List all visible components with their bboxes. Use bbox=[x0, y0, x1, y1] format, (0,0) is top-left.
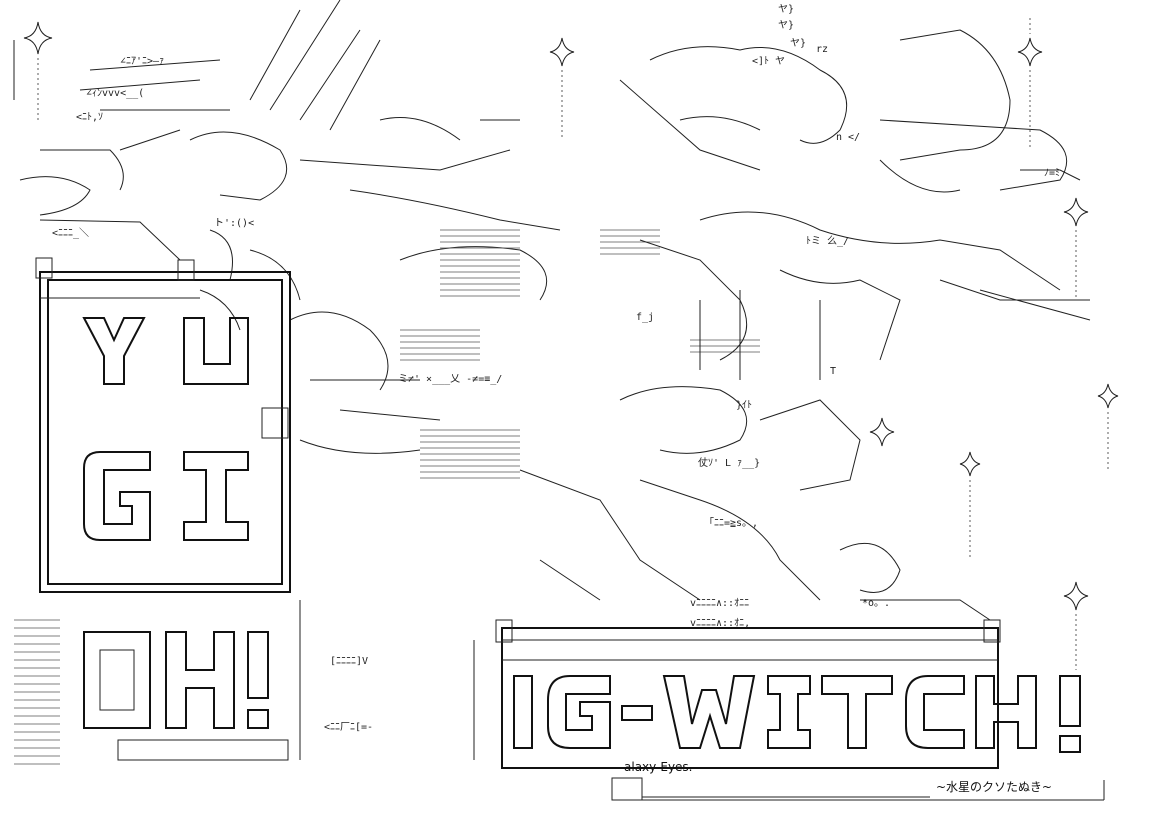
svg-text:<ﾆﾄ,ｿ: <ﾆﾄ,ｿ bbox=[76, 112, 103, 123]
sparkle-icon bbox=[23, 21, 53, 55]
svg-text:<ﾆﾆﾆ_＼: <ﾆﾆﾆ_＼ bbox=[52, 227, 89, 239]
sparkle-icon bbox=[1063, 581, 1089, 611]
dragon-figure bbox=[19, 0, 561, 454]
sparkle-icon bbox=[1017, 37, 1043, 67]
svg-text:[ﾆﾆﾆﾆ]V: [ﾆﾆﾆﾆ]V bbox=[330, 656, 368, 667]
svg-text:ヤ}: ヤ} bbox=[778, 4, 794, 15]
hatched-shading bbox=[14, 229, 760, 765]
svg-text:ﾉ=ﾐ: ﾉ=ﾐ bbox=[1044, 168, 1060, 179]
sparkle-icon bbox=[1063, 197, 1089, 227]
g-witch-logo bbox=[495, 619, 1105, 801]
svg-text:vﾆﾆﾆﾆ∧::ｵﾆﾆ: vﾆﾆﾆﾆ∧::ｵﾆﾆ bbox=[690, 597, 749, 609]
svg-text:rz: rz bbox=[816, 44, 828, 55]
border-lines bbox=[13, 40, 475, 760]
sparkle-icons bbox=[23, 21, 1119, 611]
sparkle-icon bbox=[1097, 383, 1119, 409]
witch-figure bbox=[519, 29, 1091, 621]
svg-text:T: T bbox=[830, 366, 836, 377]
svg-text:ﾄミ 么_/: ﾄミ 么_/ bbox=[806, 235, 849, 247]
yugioh-logo bbox=[35, 257, 291, 761]
svg-text:vﾆﾆﾆﾆ∧::ｵﾆ,: vﾆﾆﾆﾆ∧::ｵﾆ, bbox=[690, 617, 750, 629]
credit-text: ~水星のクソたぬき~ bbox=[936, 780, 1052, 794]
sparkle-icon bbox=[959, 451, 981, 477]
svg-text:ヤ}: ヤ} bbox=[778, 20, 794, 31]
svg-text:∠ｨﾝvvv<__(: ∠ｨﾝvvv<__( bbox=[86, 88, 144, 99]
svg-text:ト':()<: ト':()< bbox=[214, 218, 254, 229]
ascii-texture: ∠ﾆｱ'ﾆ>―ｧ ∠ｨﾝvvv<__( <ﾆﾄ,ｿ ト':()< <ﾆﾆﾆ_＼ … bbox=[52, 4, 1060, 733]
svg-text:「ﾆﾆ=≧s。,: 「ﾆﾆ=≧s。, bbox=[704, 517, 758, 529]
sparkle-icon bbox=[549, 37, 575, 67]
subtitle-text: alaxy-Eyes. bbox=[624, 760, 693, 774]
svg-text:<]ﾄ ヤ: <]ﾄ ヤ bbox=[752, 56, 785, 67]
svg-text:仗ｿ' L ｧ__}: 仗ｿ' L ｧ__} bbox=[698, 457, 760, 469]
svg-text:ミ≠' ×___乂 -≠=≡_/: ミ≠' ×___乂 -≠=≡_/ bbox=[398, 374, 502, 385]
svg-text:f_j: f_j bbox=[636, 312, 654, 323]
svg-text:*o。.: *o。. bbox=[862, 598, 890, 609]
sparkle-icon bbox=[869, 417, 895, 447]
svg-text:ヤ}: ヤ} bbox=[790, 38, 806, 49]
svg-text:}ｲﾄ: }ｲﾄ bbox=[736, 400, 752, 411]
svg-text:<ﾆﾆ厂ﾆ[=-: <ﾆﾆ厂ﾆ[=- bbox=[324, 722, 373, 733]
svg-text:n </: n </ bbox=[836, 132, 860, 143]
svg-text:∠ﾆｱ'ﾆ>―ｧ: ∠ﾆｱ'ﾆ>―ｧ bbox=[120, 56, 164, 67]
